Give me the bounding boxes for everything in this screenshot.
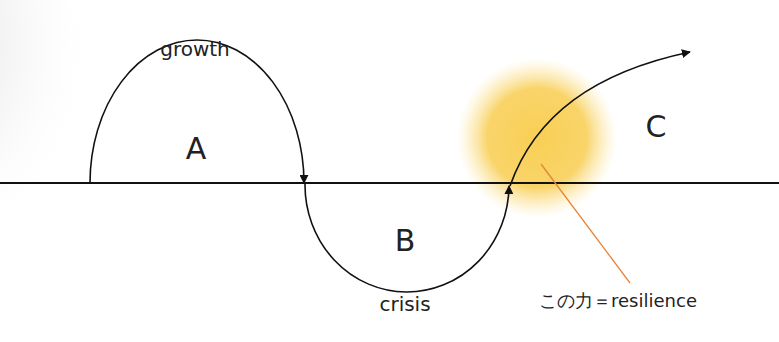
growth-arc bbox=[90, 40, 304, 183]
resilience-glow bbox=[457, 58, 617, 218]
phase-letter: A bbox=[186, 132, 207, 165]
phase-name: growth bbox=[160, 38, 230, 60]
crisis-arc bbox=[305, 184, 509, 292]
faded-photo bbox=[0, 0, 100, 200]
phase-letter: C bbox=[646, 110, 667, 143]
leader-line bbox=[541, 164, 630, 283]
baseline bbox=[0, 182, 779, 184]
phase-letter: B bbox=[395, 224, 416, 257]
callout-note: この力＝resilience bbox=[539, 291, 697, 311]
recovery-arc bbox=[510, 52, 690, 186]
phase-name: crisis bbox=[379, 293, 430, 315]
